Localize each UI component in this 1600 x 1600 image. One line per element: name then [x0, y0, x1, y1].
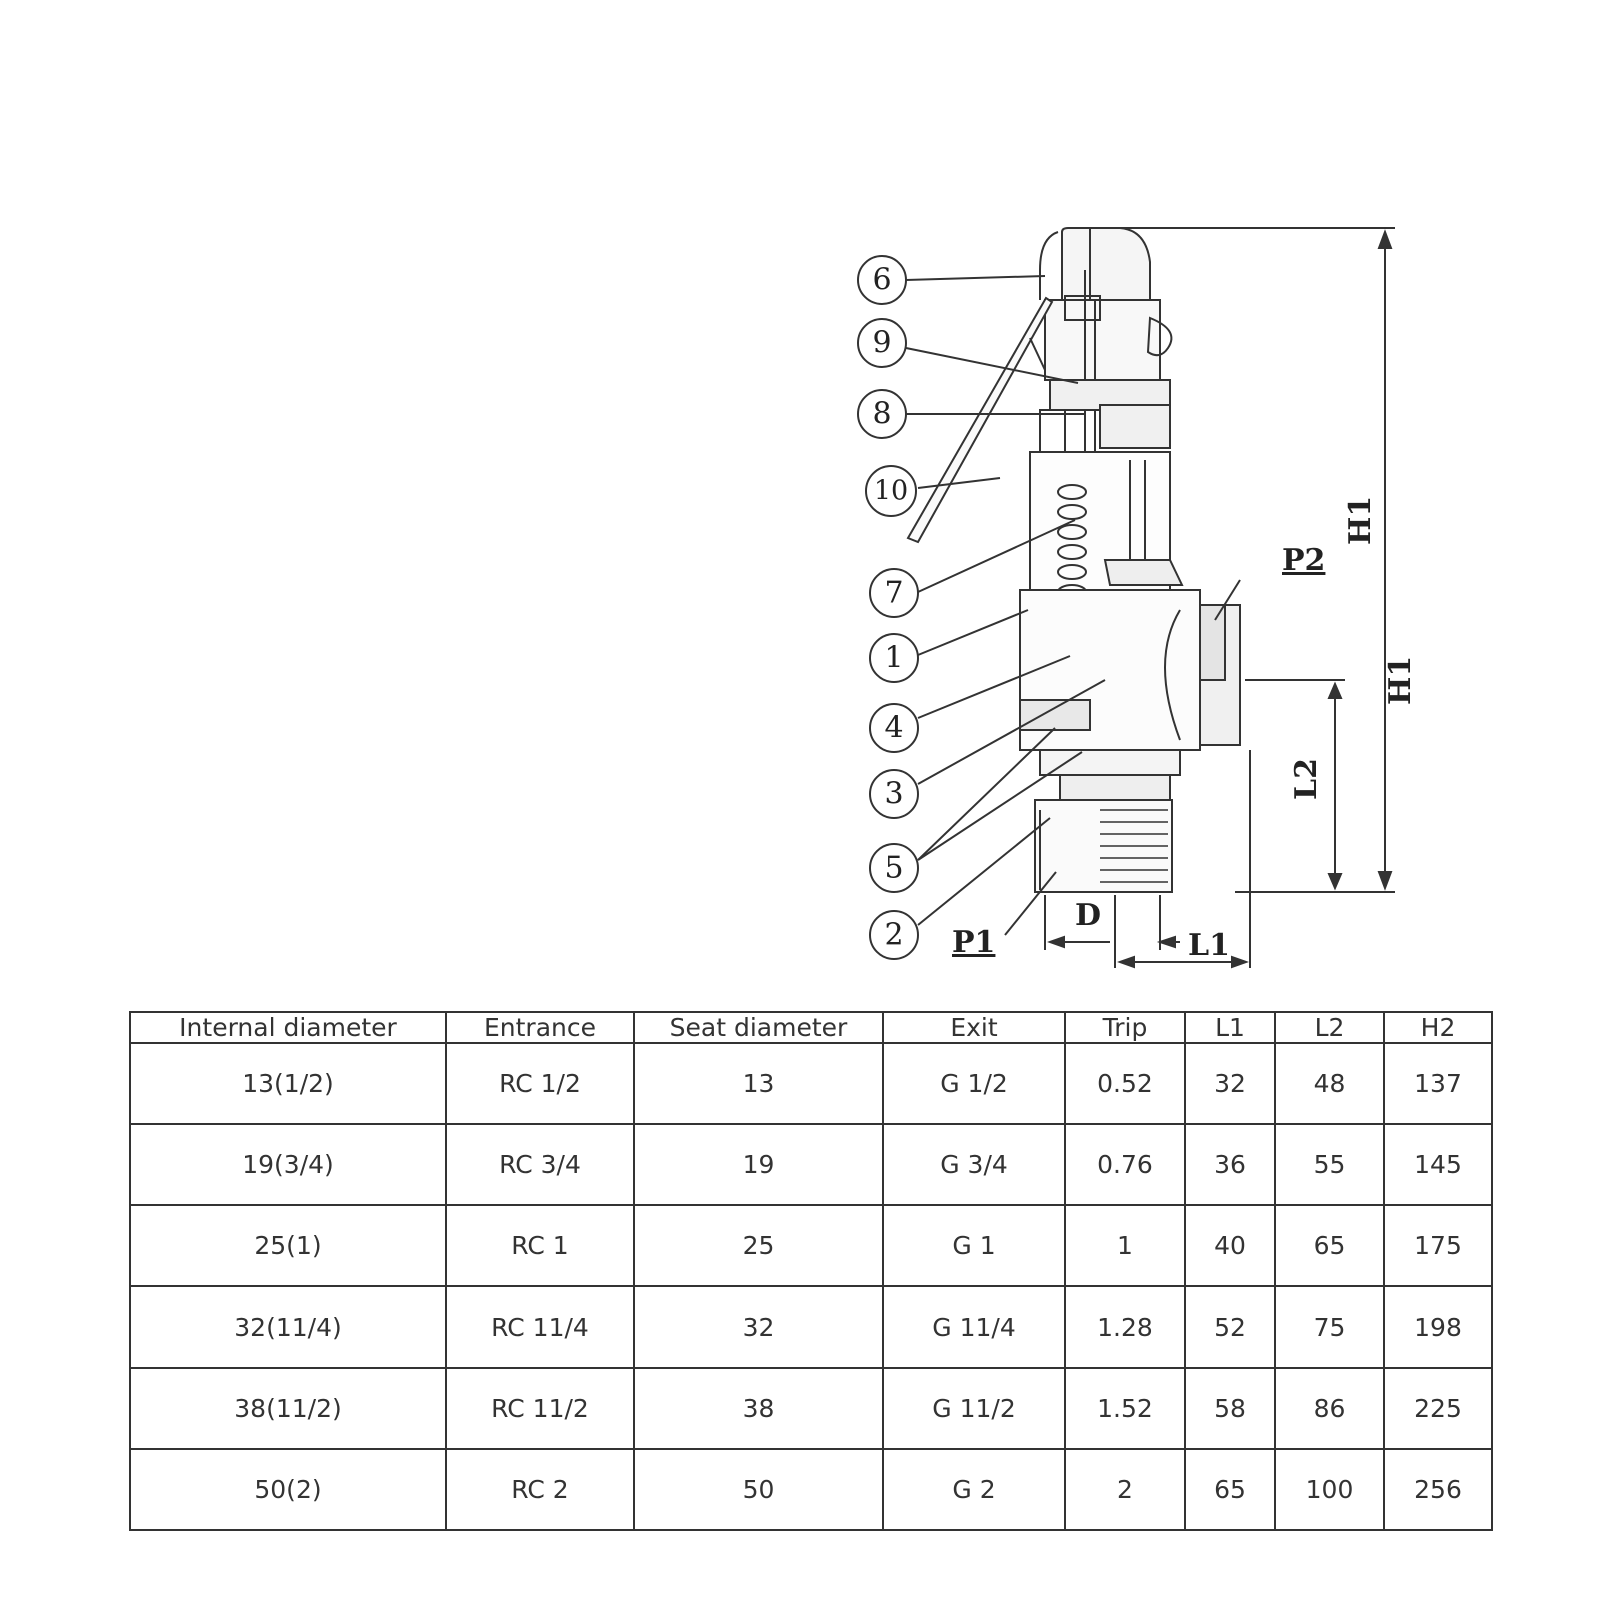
table-cell: RC 1/2 — [445, 1041, 635, 1126]
table-cell: 1 — [1064, 1204, 1186, 1288]
table-cell: RC 11/4 — [445, 1285, 635, 1369]
table-cell: 86 — [1274, 1366, 1385, 1450]
table-cell: 55 — [1274, 1123, 1385, 1207]
table-cell: 137 — [1383, 1041, 1493, 1126]
header-l1: L1 — [1184, 1011, 1276, 1044]
table-cell: 256 — [1383, 1447, 1493, 1532]
label-d: D — [1075, 898, 1101, 933]
table-row: 13(1/2) RC 1/2 13 G 1/2 0.52 32 48 137 — [129, 1041, 1493, 1126]
svg-text:5: 5 — [884, 851, 903, 886]
label-l1: L1 — [1188, 928, 1230, 963]
table-row: 32(11/4) RC 11/4 32 G 11/4 1.28 52 75 19… — [129, 1285, 1493, 1369]
callout-10: 10 — [865, 465, 917, 517]
table-cell: RC 2 — [445, 1447, 635, 1532]
table-cell: 145 — [1383, 1123, 1493, 1207]
callout-1: 1 — [869, 633, 919, 683]
svg-text:2: 2 — [884, 918, 903, 953]
table-cell: G 2 — [882, 1447, 1066, 1532]
table-cell: 50(2) — [129, 1447, 447, 1532]
svg-text:10: 10 — [874, 476, 908, 507]
label-h1-upper: H1 — [1343, 496, 1378, 545]
table-cell: 65 — [1274, 1204, 1385, 1288]
table-cell: 100 — [1274, 1447, 1385, 1532]
table-cell: 50 — [633, 1447, 884, 1532]
table-row: 25(1) RC 1 25 G 1 1 40 65 175 — [129, 1204, 1493, 1288]
header-seat-diameter: Seat diameter — [633, 1011, 884, 1044]
callout-4: 4 — [869, 703, 919, 753]
table-cell: 1.28 — [1064, 1285, 1186, 1369]
table-cell: 75 — [1274, 1285, 1385, 1369]
svg-text:6: 6 — [872, 263, 891, 298]
callout-9: 9 — [857, 318, 907, 368]
table-cell: G 11/4 — [882, 1285, 1066, 1369]
header-h2: H2 — [1383, 1011, 1493, 1044]
header-internal-diameter: Internal diameter — [129, 1011, 447, 1044]
table-cell: RC 3/4 — [445, 1123, 635, 1207]
table-cell: G 3/4 — [882, 1123, 1066, 1207]
label-l2: L2 — [1289, 758, 1324, 800]
svg-text:8: 8 — [872, 397, 891, 432]
label-h1-lower: H1 — [1383, 656, 1418, 705]
table-cell: 52 — [1184, 1285, 1276, 1369]
header-entrance: Entrance — [445, 1011, 635, 1044]
table-cell: G 1 — [882, 1204, 1066, 1288]
table-cell: 13 — [633, 1041, 884, 1126]
table-cell: 2 — [1064, 1447, 1186, 1532]
table-cell: 175 — [1383, 1204, 1493, 1288]
table-cell: 58 — [1184, 1366, 1276, 1450]
header-exit: Exit — [882, 1011, 1066, 1044]
table-cell: 65 — [1184, 1447, 1276, 1532]
label-p1: P1 — [952, 925, 995, 960]
svg-text:3: 3 — [884, 777, 903, 812]
table-cell: 198 — [1383, 1285, 1493, 1369]
table-cell: G 1/2 — [882, 1041, 1066, 1126]
table-row: 38(11/2) RC 11/2 38 G 11/2 1.52 58 86 22… — [129, 1366, 1493, 1450]
spec-table: Internal diameter Entrance Seat diameter… — [129, 1011, 1493, 1532]
table-header-row: Internal diameter Entrance Seat diameter… — [129, 1011, 1493, 1044]
callout-6: 6 — [857, 255, 907, 305]
table-cell: G 11/2 — [882, 1366, 1066, 1450]
table-cell: 32 — [633, 1285, 884, 1369]
table-cell: 40 — [1184, 1204, 1276, 1288]
table-cell: 0.76 — [1064, 1123, 1186, 1207]
table-cell: 19(3/4) — [129, 1123, 447, 1207]
svg-text:4: 4 — [884, 711, 903, 746]
svg-text:7: 7 — [884, 576, 903, 611]
callout-8: 8 — [857, 389, 907, 439]
svg-text:1: 1 — [884, 641, 903, 676]
table-cell: 38(11/2) — [129, 1366, 447, 1450]
table-cell: 48 — [1274, 1041, 1385, 1126]
table-cell: 32 — [1184, 1041, 1276, 1126]
table-cell: 25 — [633, 1204, 884, 1288]
table-row: 50(2) RC 2 50 G 2 2 65 100 256 — [129, 1447, 1493, 1532]
callout-2: 2 — [869, 910, 919, 960]
table-cell: 36 — [1184, 1123, 1276, 1207]
table-cell: 225 — [1383, 1366, 1493, 1450]
table-cell: RC 11/2 — [445, 1366, 635, 1450]
callout-5: 5 — [869, 843, 919, 893]
header-l2: L2 — [1274, 1011, 1385, 1044]
table-cell: 38 — [633, 1366, 884, 1450]
callout-3: 3 — [869, 769, 919, 819]
table-cell: RC 1 — [445, 1204, 635, 1288]
table-row: 19(3/4) RC 3/4 19 G 3/4 0.76 36 55 145 — [129, 1123, 1493, 1207]
valve-diagram: 6 9 8 10 7 1 4 3 5 2 P1 P2 D L1 L2 H1 H1 — [857, 227, 1418, 969]
label-p2: P2 — [1282, 543, 1325, 578]
svg-text:9: 9 — [872, 326, 891, 361]
table-cell: 32(11/4) — [129, 1285, 447, 1369]
table-cell: 0.52 — [1064, 1041, 1186, 1126]
callout-7: 7 — [869, 568, 919, 618]
header-trip: Trip — [1064, 1011, 1186, 1044]
table-cell: 1.52 — [1064, 1366, 1186, 1450]
table-cell: 13(1/2) — [129, 1041, 447, 1126]
table-cell: 19 — [633, 1123, 884, 1207]
table-cell: 25(1) — [129, 1204, 447, 1288]
